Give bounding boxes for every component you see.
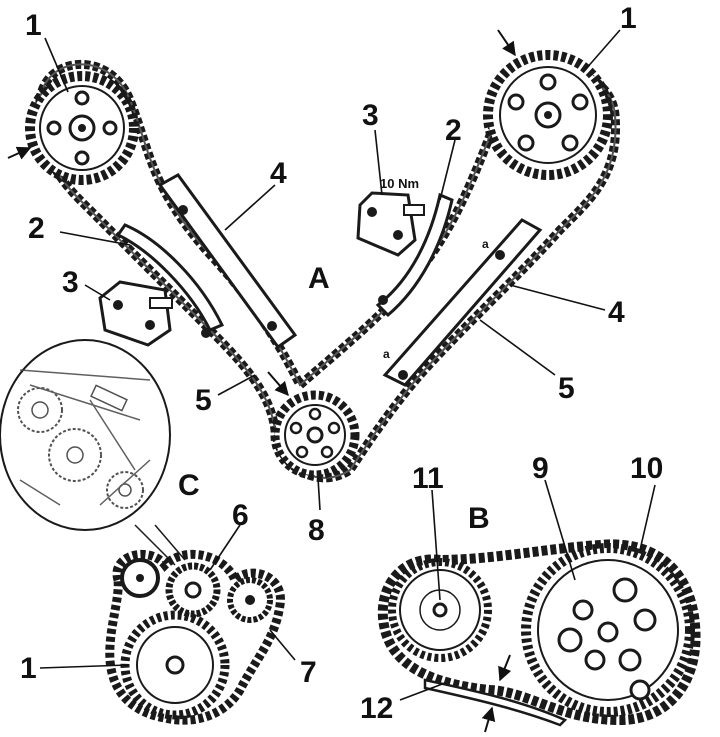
callout-2-right: 2 [445, 114, 462, 147]
right-chain-guide-rail [382, 218, 543, 387]
callout-11: 11 [412, 462, 444, 495]
right-hydraulic-tensioner [356, 191, 425, 257]
oil-pump-chain-guide [423, 678, 568, 727]
callout-8: 8 [308, 514, 325, 547]
callout-labels: 1 1 2 2 3 3 4 4 5 5 6 7 1 8 9 10 11 12 A… [20, 2, 663, 725]
alignment-mark-a-upper: a [482, 237, 489, 251]
left-tensioner-shoe [115, 223, 225, 338]
timing-mark-arrow [267, 371, 289, 397]
callout-1-left: 1 [25, 9, 42, 42]
timing-mark-arrow [497, 29, 516, 57]
callout-10: 10 [630, 452, 663, 485]
crankshaft-sprocket [270, 390, 360, 480]
section-label-a: A [308, 262, 330, 295]
right-camshaft-sprocket [483, 50, 613, 180]
section-a-main-drive [7, 29, 621, 483]
torque-note: 10 Nm [380, 176, 419, 191]
callout-5-left: 5 [195, 384, 212, 417]
section-label-c: C [178, 469, 200, 502]
callout-9: 9 [532, 452, 549, 485]
callout-1-right: 1 [620, 2, 637, 35]
callout-4-left: 4 [270, 157, 287, 190]
auxiliary-chain [105, 549, 285, 725]
leader-lines [39, 29, 656, 701]
section-label-b: B [468, 502, 490, 535]
callout-3-right: 3 [362, 99, 379, 132]
callout-7: 7 [300, 656, 317, 689]
section-c-inset [0, 339, 285, 725]
callout-5-right: 5 [558, 372, 575, 405]
left-chain-guide-rail [157, 173, 298, 350]
alignment-mark-a-lower: a [383, 347, 390, 361]
callout-12: 12 [360, 692, 393, 725]
left-hydraulic-tensioner [98, 280, 173, 347]
timing-mark-arrow [7, 146, 32, 160]
callout-2-left: 2 [28, 212, 45, 245]
left-camshaft-sprocket [25, 71, 139, 185]
callout-3-left: 3 [62, 266, 79, 299]
deflection-arrow [481, 706, 496, 733]
oil-pump-chain [377, 539, 701, 726]
right-tensioner-shoe [375, 192, 454, 318]
callout-6: 6 [232, 499, 249, 532]
section-b-oil-pump-drive [377, 539, 701, 733]
callout-4-right: 4 [608, 296, 625, 329]
callout-1-inset: 1 [20, 652, 37, 685]
deflection-arrow [498, 654, 512, 682]
